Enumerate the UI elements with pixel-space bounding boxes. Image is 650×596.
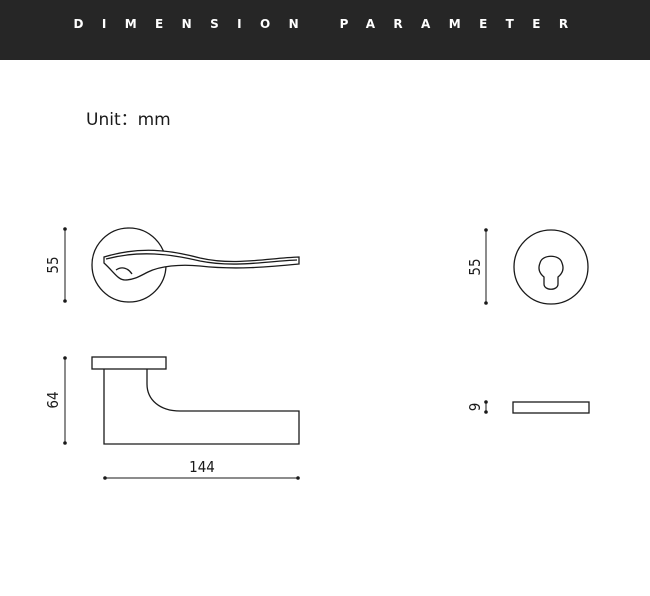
unit-label: Unit：mm [86,110,171,130]
escutcheon-side [512,401,590,414]
dim-escutcheon-height: 55 [466,258,484,275]
keyhole-icon [538,255,564,290]
dim-lever-length: 144 [189,458,215,476]
escutcheon-front [513,229,589,305]
lever-handle-front [103,249,300,281]
dim-lever-depth: 64 [44,391,62,408]
lever-handle-edge [105,253,298,265]
lever-handle-neck [115,267,133,275]
header-title: DIMENSION PARAMETER [73,17,587,31]
lever-handle-side [103,369,300,445]
header-banner: DIMENSION PARAMETER [0,0,650,60]
dim-lever-height: 55 [44,256,62,273]
lever-rose-side [91,356,167,370]
dim-escutcheon-thickness: 9 [466,403,484,412]
